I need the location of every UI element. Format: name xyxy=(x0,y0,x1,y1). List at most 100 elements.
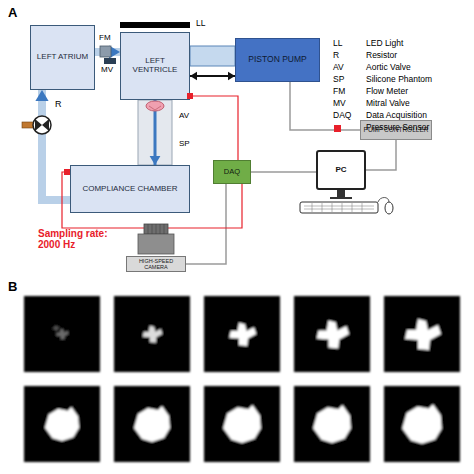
camera-lens xyxy=(144,224,168,234)
legend-text: Aortic Valve xyxy=(366,63,411,72)
node-label: PC xyxy=(335,166,346,175)
valve-opening xyxy=(53,325,59,331)
arrow-head xyxy=(35,90,48,101)
led-light-bar xyxy=(120,22,190,28)
valve-opening xyxy=(134,406,170,442)
mouse xyxy=(385,202,393,214)
data-cable-line xyxy=(290,82,360,130)
node-label: DAQ xyxy=(224,168,240,176)
sampling-note: Sampling rate: 2000 Hz xyxy=(38,228,124,250)
legend-text: Mitral Valve xyxy=(366,99,410,108)
valve-opening xyxy=(143,326,163,343)
valve-frames xyxy=(24,296,460,462)
data-cable xyxy=(251,172,316,173)
frame xyxy=(384,386,460,462)
valve-opening xyxy=(56,329,69,340)
arrow-head xyxy=(150,156,161,165)
chamber-box: LEFT VENTRICLE xyxy=(120,32,190,100)
resistor-handle xyxy=(22,122,34,128)
legend-abbreviation: FM xyxy=(333,87,345,96)
legend-abbreviation: MV xyxy=(333,99,346,108)
sensor-wire-line xyxy=(190,96,238,160)
keyboard xyxy=(300,202,378,213)
camera-lens-ridges xyxy=(148,224,164,234)
data-cable-line xyxy=(186,184,226,264)
keyboard-keys xyxy=(304,203,374,212)
data-cable xyxy=(366,140,396,170)
legend-text: Data Acquisition xyxy=(366,111,427,120)
resistor-symbol xyxy=(33,116,51,134)
sensor-wire xyxy=(190,96,238,160)
frame xyxy=(24,296,100,372)
part-label: MV xyxy=(101,66,113,75)
legend-abbreviation: R xyxy=(333,51,339,60)
frame xyxy=(24,386,100,462)
valve-opening xyxy=(402,404,442,444)
arrow-head xyxy=(228,72,235,80)
monitor-stand xyxy=(330,197,352,199)
data-cable-line xyxy=(251,171,316,173)
node-label: LEFT ATRIUM xyxy=(37,53,88,62)
aortic-valve xyxy=(149,106,161,110)
valve-opening xyxy=(229,323,256,346)
legend-abbreviation: AV xyxy=(333,63,344,72)
arrow-head xyxy=(190,72,197,80)
node-label: LEFT VENTRICLE xyxy=(122,57,188,75)
valve-opening xyxy=(313,405,351,443)
part-label: LL xyxy=(196,19,205,28)
legend-text: Flow Meter xyxy=(366,87,408,96)
node-label: COMPLIANCE CHAMBER xyxy=(82,185,177,194)
panel-letter: B xyxy=(8,280,17,294)
legend-abbreviation: DAQ xyxy=(333,111,351,120)
frame xyxy=(114,296,190,372)
legend-abbreviation: SP xyxy=(333,75,344,84)
flow-pipe xyxy=(35,90,70,200)
pressure-sensor xyxy=(187,93,193,99)
legend-text: LED Light xyxy=(366,39,403,48)
aortic-valve xyxy=(146,101,164,111)
resistor-symbol xyxy=(42,119,49,131)
data-cable-line xyxy=(366,140,396,170)
chamber-box: LEFT ATRIUM xyxy=(30,25,95,90)
motion-arrow xyxy=(190,72,235,80)
panel-letter: A xyxy=(8,6,17,20)
data-cable xyxy=(290,82,360,130)
valve-opening xyxy=(317,321,349,349)
legend-abbreviation: LL xyxy=(333,39,342,48)
legend-swatch xyxy=(334,125,341,132)
frame xyxy=(204,296,280,372)
flow-meter xyxy=(100,46,111,57)
pump-box: PISTON PUMP xyxy=(235,38,320,82)
silicone-phantom xyxy=(138,100,172,165)
valve-opening xyxy=(45,407,79,441)
monitor-box: PC xyxy=(316,150,366,190)
node-label: PISTON PUMP xyxy=(248,55,306,64)
legend-text: Resistor xyxy=(366,51,397,60)
valve-opening xyxy=(223,405,261,443)
frame xyxy=(294,386,370,462)
camera-body xyxy=(138,234,174,254)
mitral-valve xyxy=(104,58,116,64)
flow-pipe-line xyxy=(42,90,70,200)
mouse-cable xyxy=(378,198,389,203)
data-cable xyxy=(186,184,226,264)
frame xyxy=(294,296,370,372)
part-label: SP xyxy=(179,140,190,149)
pressure-sensor xyxy=(64,169,70,175)
legend-text: Silicone Phantom xyxy=(366,75,432,84)
frame xyxy=(114,386,190,462)
chamber-box: COMPLIANCE CHAMBER xyxy=(70,165,190,213)
resistor-symbol xyxy=(35,119,42,131)
frame xyxy=(204,386,280,462)
valve-opening xyxy=(405,319,441,350)
frame xyxy=(384,296,460,372)
monitor-stand xyxy=(337,190,345,198)
part-label: FM xyxy=(99,34,111,43)
piston-tube xyxy=(190,46,235,66)
daq-box: DAQ xyxy=(213,160,251,184)
legend-text: Pressure Sensor xyxy=(366,123,429,132)
node-label: HIGH-SPEED CAMERA xyxy=(128,258,184,270)
part-label: R xyxy=(55,100,62,110)
